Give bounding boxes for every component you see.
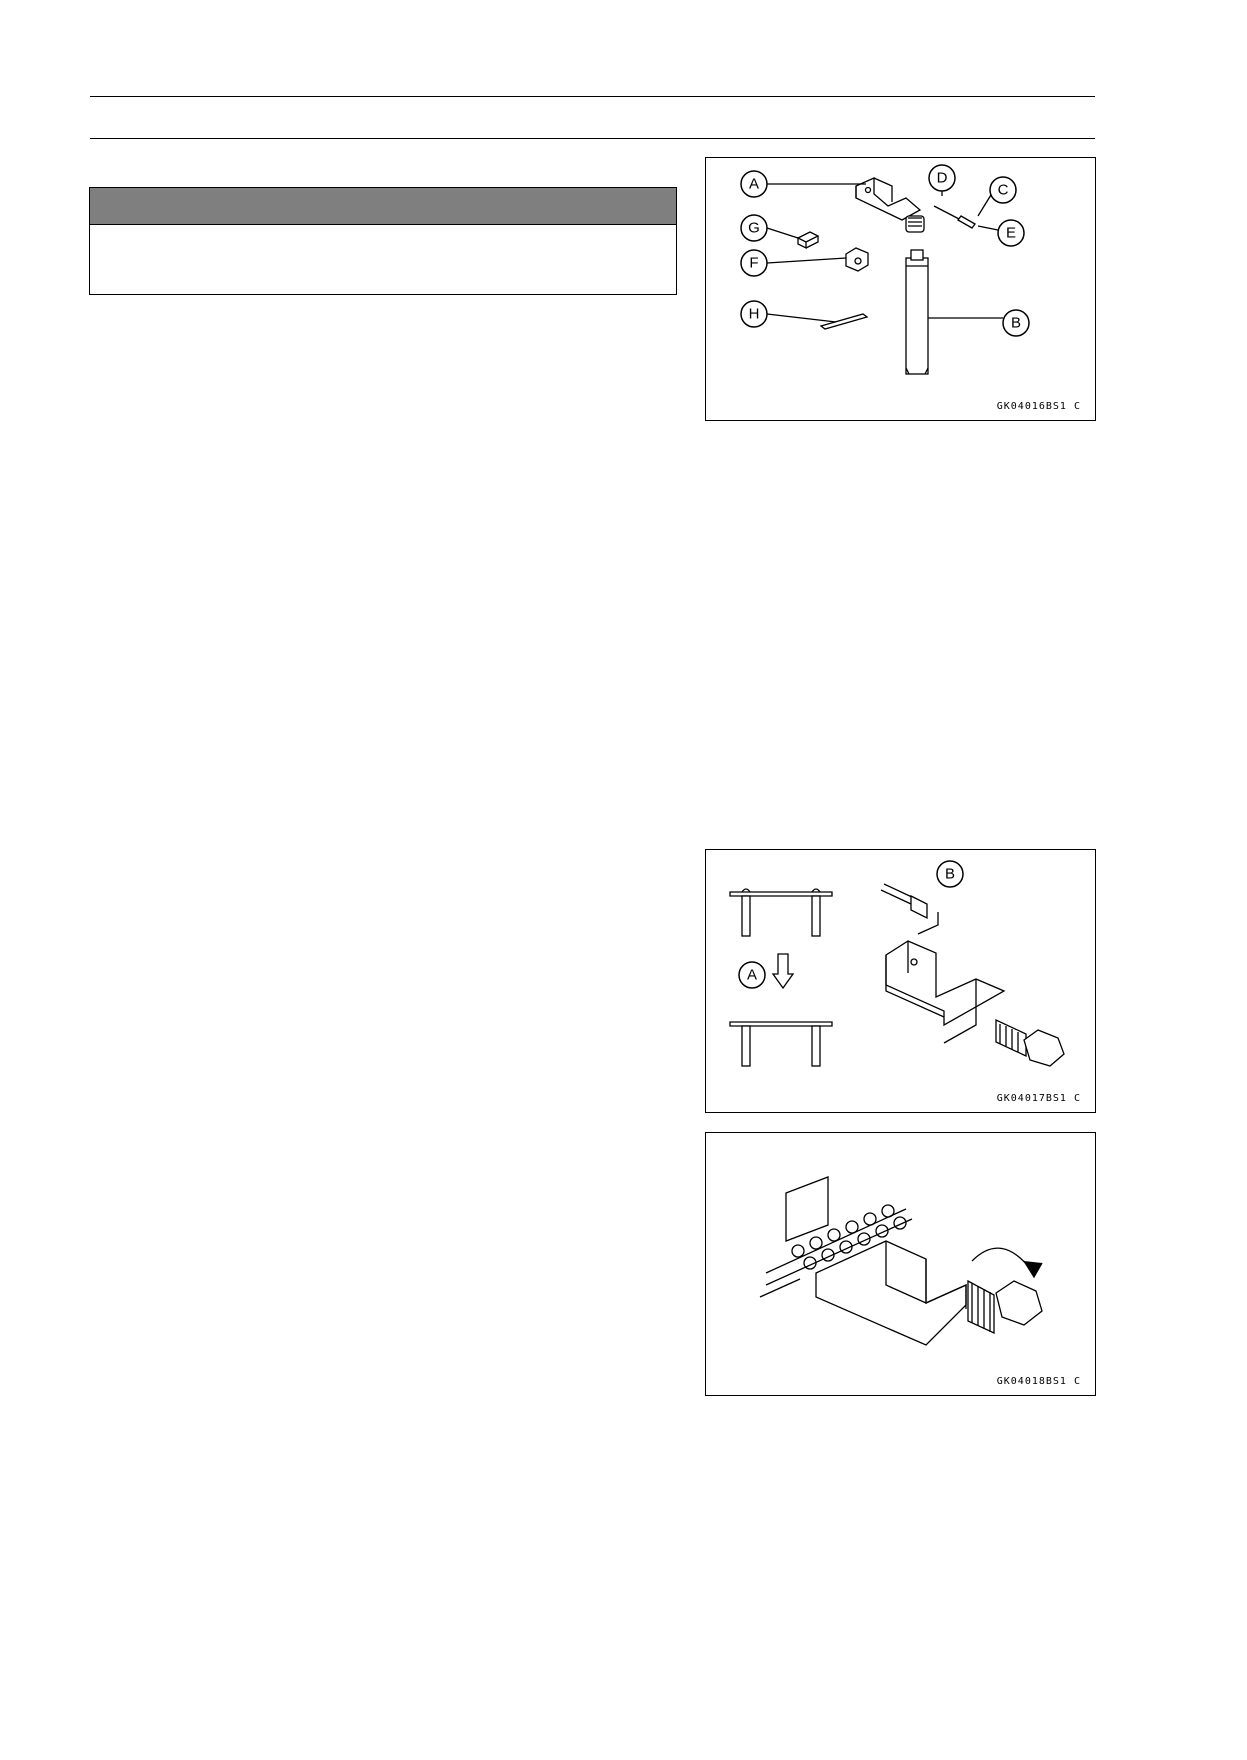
figure-code: GK04017BS1 C (996, 1093, 1081, 1104)
callout-b-label: B (1011, 315, 1021, 332)
figure-code: GK04018BS1 C (996, 1376, 1081, 1387)
callout-b-label: B (945, 866, 955, 883)
figure-pin-replacement: B A GK04017BS1 C (705, 849, 1096, 1113)
callout-h-label: H (749, 306, 760, 323)
chain-in-tool-illustration (759, 1176, 1043, 1346)
figure-code: GK04016BS1 C (996, 401, 1081, 412)
callout-d-label: D (937, 170, 948, 187)
callout-c-label: C (998, 182, 1009, 199)
figure-chain-in-tool: GK04018BS1 C (705, 1132, 1096, 1396)
callout-a-label: A (749, 176, 759, 193)
callout-e-label: E (1006, 225, 1016, 242)
callout-g-label: G (748, 220, 760, 237)
notice-box-header (90, 188, 676, 225)
pin-replacement-illustration: B A (729, 860, 1065, 1067)
callout-f-label: F (749, 255, 758, 272)
notice-box (89, 187, 677, 295)
header-rule-top (90, 96, 1095, 97)
figure-chain-tool-parts: A D C G E F B H GK04016BS1 C (705, 157, 1096, 421)
header-rule-bottom (90, 138, 1095, 139)
chain-tool-parts-illustration: A D C G E F B H (740, 164, 1030, 375)
callout-a-label: A (747, 967, 757, 984)
